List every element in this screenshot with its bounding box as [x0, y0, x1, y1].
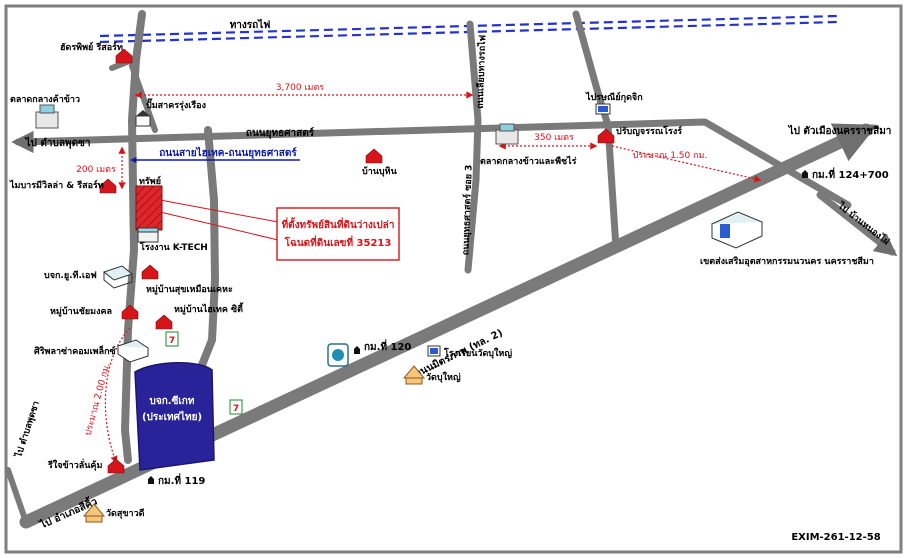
building-factory	[137, 227, 159, 243]
road-yutthasat-label: ถนนยุทธศาสตร์	[246, 127, 315, 139]
label-bjk-co: บจก.ยู.ที.เอฟ	[44, 270, 97, 281]
label-school: ปรับญจรรณโรงร์	[616, 125, 682, 137]
svg-text:7: 7	[169, 336, 175, 346]
road-vertical-center	[464, 20, 482, 274]
km-119-label: กม.ที่ 119	[158, 473, 205, 487]
km-120-marker: กม.ที่ 120	[354, 339, 411, 354]
label-siripha: ศิริพลาซ่าคอมเพล็กซ์	[34, 344, 116, 357]
convenience-store-icon: 7	[165, 331, 179, 347]
km-119-marker: กม.ที่ 119	[148, 473, 205, 487]
svg-text:7: 7	[233, 404, 239, 414]
road-middle	[196, 126, 219, 374]
railway-label: ทางรถไฟ	[230, 18, 271, 31]
temple-icon	[82, 503, 106, 523]
km-124-marker: กม.ที่ 124+700	[802, 167, 889, 181]
label-industrial: เขตส่งเสริมอุตสาหกรรมนวนคร นครราชสีมา	[700, 256, 874, 267]
seagate-label-1: บจก.ซีเกท	[150, 395, 195, 407]
label-housing-3: หมู่บ้านไฮเทค ซิตี้	[174, 302, 244, 315]
building-industrial	[710, 211, 764, 249]
house-icon	[107, 458, 125, 474]
house-icon	[115, 48, 133, 64]
house-icon	[597, 128, 615, 144]
km-120-label: กม.ที่ 120	[364, 339, 411, 353]
house-icon	[121, 304, 139, 320]
building-bjk-co	[102, 265, 134, 289]
label-house-2: บ้านบุหิน	[362, 166, 398, 177]
callout-line-1: ที่ตั้งทรัพย์สินที่ดินว่างเปล่า	[282, 217, 395, 231]
label-gas-station: ปั๊มสาครรุ่งเรือง	[146, 98, 206, 111]
callout-line-2: โฉนดที่ดินเลขที่ 35213	[284, 235, 392, 249]
label-factory: โรงงาน K-TECH	[139, 241, 208, 253]
reference-code: EXIM-261-12-58	[791, 532, 880, 543]
road-vertical-lower-label: ถนนยุทธศาสตร์ ซอย 3	[459, 164, 474, 255]
building-siripha	[116, 339, 150, 363]
road-vertical-label: ถนนเลียบทางรถไฟ	[474, 35, 489, 109]
building-gas-station	[135, 110, 151, 127]
house-icon	[99, 178, 117, 194]
house-icon	[141, 264, 159, 280]
temple-icon	[402, 365, 426, 385]
label-housing-2: หมู่บ้านชัยมงคล	[50, 306, 112, 317]
building-school	[427, 345, 441, 357]
seagate-label-2: (ประเทศไทย)	[142, 410, 202, 423]
seagate-site	[134, 362, 215, 471]
distance-3700-label: 3,700 เมตร	[276, 83, 324, 93]
building-rice-market	[35, 104, 59, 129]
road-sai-hi-label: ถนนสายไฮเทค-ถนนยุทธศาสตร์	[159, 146, 297, 159]
house-icon	[155, 314, 173, 330]
label-temple-2: วัดสุขาวดี	[106, 508, 145, 519]
distance-200-label: 200 เมตร	[76, 165, 116, 175]
road-yutthasat	[16, 118, 852, 209]
label-resort-villa: ไมบารมีวิลล่า & รีสอร์ท	[9, 179, 104, 191]
distance-1-50-arrow	[611, 145, 762, 183]
property-site	[135, 185, 163, 231]
label-temple: วัดบุใหญ่	[426, 371, 461, 383]
distance-2-00-arrow	[104, 327, 131, 464]
convenience-store-icon: 7	[229, 399, 243, 415]
road-left-vertical	[121, 10, 146, 464]
fuel-station-icon	[327, 343, 349, 367]
road-to-lower-right	[816, 191, 898, 257]
label-post-office: ไปรษณีย์กุดจิก	[585, 91, 643, 103]
label-resort-bottom: รีใจข้าวลั่นคุ้ม	[47, 458, 103, 471]
house-icon	[365, 148, 383, 164]
distance-1-50-label: ประมาณ 1.50 กม.	[633, 151, 708, 161]
label-hardware-resort: ฮัดรพิพย์ รีสอร์ท	[60, 41, 123, 53]
label-rice-market: ตลาดกลางค้าข้าว	[10, 94, 80, 105]
property-callout-box	[276, 207, 400, 261]
label-temple-school: โรงเรียนวัดบุใหญ่	[443, 347, 512, 359]
km-124-label: กม.ที่ 124+700	[812, 167, 889, 181]
property-marker-label: ทรัพย์	[139, 175, 161, 187]
direction-left-top: ไป ตำบลพุดซา	[25, 136, 91, 149]
label-housing-1: หมู่บ้านสุขเหมือนเคหะ	[146, 283, 233, 295]
direction-to-city: ไป ตัวเมืองนครราชสีมา	[788, 124, 892, 137]
label-rice-market-2: ตลาดกลางข้าวและพืชไร่	[480, 155, 577, 167]
building-rice-market-2	[495, 123, 519, 145]
building-post-office	[595, 103, 611, 115]
distance-350-label: 350 เมตร	[534, 133, 574, 143]
